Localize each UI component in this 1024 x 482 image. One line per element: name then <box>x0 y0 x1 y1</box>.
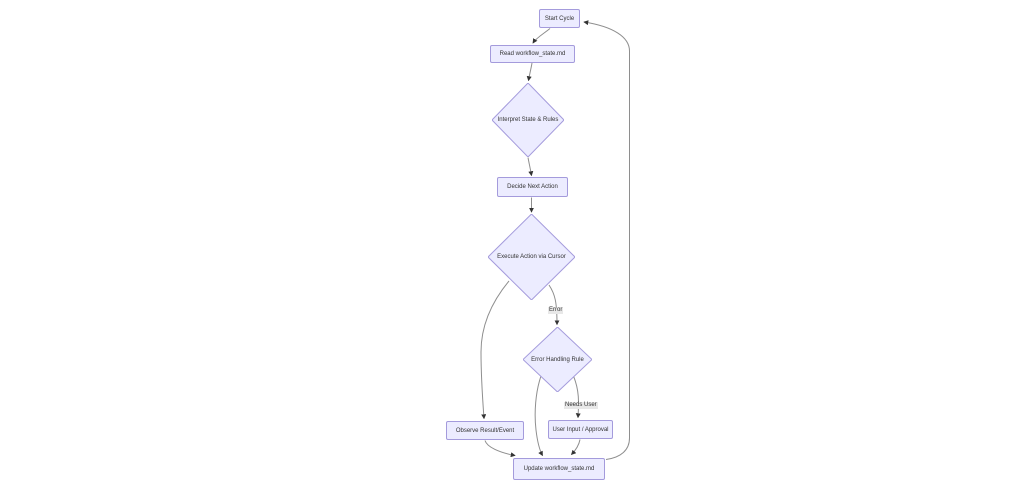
node-error-handling-rule-label: Error Handling Rule <box>531 356 584 363</box>
node-update-workflow-state-label: Update workflow_state.md <box>523 466 595 472</box>
edge-execute-to-errorhandling <box>548 284 560 326</box>
node-start-cycle-label: Start Cycle <box>544 15 575 22</box>
edge-errorhandling-to-update <box>534 375 543 457</box>
node-read-workflow-state: Read workflow_state.md <box>490 45 575 63</box>
node-execute-action: Execute Action via Cursor <box>488 214 575 300</box>
diamond-shape <box>523 327 592 392</box>
node-observe-result-label: Observe Result/Event <box>455 427 515 434</box>
edge-observe-to-update <box>484 440 516 458</box>
node-start-cycle: Start Cycle <box>539 9 580 28</box>
edge-update-to-start <box>583 20 630 460</box>
node-error-handling-rule: Error Handling Rule <box>523 327 592 392</box>
node-decide-next-action: Decide Next Action <box>497 177 568 197</box>
edge-start-to-read <box>532 28 551 44</box>
diamond-shape <box>492 83 564 157</box>
edge-userinput-to-update <box>570 439 581 456</box>
edge-read-to-interpret <box>526 62 533 82</box>
node-observe-result: Observe Result/Event <box>446 421 524 440</box>
node-user-input-approval-label: User Input / Approval <box>552 426 609 433</box>
edge-label-error: Error <box>548 307 564 314</box>
edge-label-needs-user: Needs User <box>564 402 598 409</box>
node-interpret-state-rules: Interpret State & Rules <box>492 83 564 157</box>
edge-execute-to-observe <box>480 280 510 420</box>
node-execute-action-label: Execute Action via Cursor <box>497 254 566 260</box>
edge-interpret-to-decide <box>527 157 534 177</box>
diamond-shape <box>488 214 575 300</box>
node-interpret-state-rules-label: Interpret State & Rules <box>497 117 559 123</box>
node-decide-next-action-label: Decide Next Action <box>507 184 558 190</box>
node-update-workflow-state: Update workflow_state.md <box>513 458 605 480</box>
node-user-input-approval: User Input / Approval <box>548 420 613 439</box>
node-read-workflow-state-label: Read workflow_state.md <box>499 51 566 57</box>
